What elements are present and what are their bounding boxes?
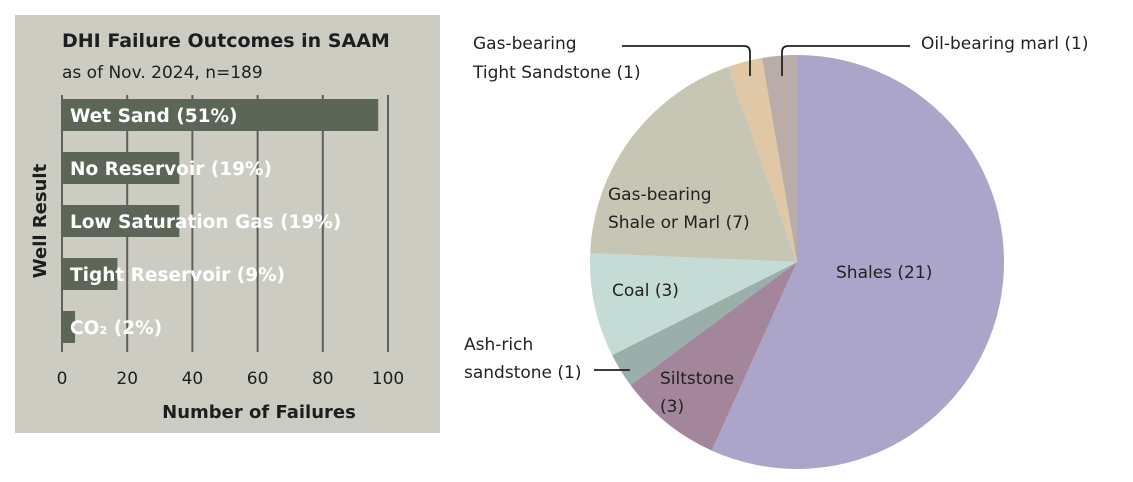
pie-slice bbox=[762, 55, 797, 262]
bar-category-label: CO₂ (2%) bbox=[70, 318, 162, 339]
bar-x-tick-label: 0 bbox=[57, 369, 68, 389]
pie-label-siltstone-line2: (3) bbox=[660, 397, 684, 417]
pie-slice bbox=[590, 253, 797, 356]
pie-chart: Shales (21) Siltstone (3) Ash-rich sands… bbox=[464, 34, 1089, 469]
pie-slice bbox=[728, 57, 797, 263]
pie-label-gas-shale-line2: Shale or Marl (7) bbox=[608, 213, 750, 233]
bar bbox=[62, 311, 76, 343]
bar-bars bbox=[62, 99, 379, 343]
pie-leader-lines bbox=[594, 45, 910, 371]
pie-label-ash-line1: Ash-rich bbox=[464, 335, 533, 355]
bar-y-axis-title: Well Result bbox=[30, 163, 51, 278]
bar-x-tick-label: 80 bbox=[312, 369, 334, 389]
pie-slice bbox=[711, 55, 1005, 469]
bar-chart-title: DHI Failure Outcomes in SAAM bbox=[62, 30, 390, 52]
bar-x-tick-label: 20 bbox=[116, 369, 138, 389]
bar-x-tick-label: 40 bbox=[182, 369, 204, 389]
pie-label-gas-shale: Gas-bearing Shale or Marl (7) bbox=[608, 185, 750, 233]
bar-category-label: Tight Reservoir (9%) bbox=[70, 265, 285, 286]
bar-chart-subtitle: as of Nov. 2024, n=189 bbox=[62, 63, 263, 83]
pie-slice bbox=[630, 262, 797, 451]
bar-x-tick-label: 100 bbox=[372, 369, 404, 389]
bar-category-label: Low Saturation Gas (19%) bbox=[70, 212, 341, 233]
bar-labels: Wet Sand (51%) No Reservoir (19%) Low Satu… bbox=[70, 106, 341, 339]
pie-label-gas-tight-line2: Tight Sandstone (1) bbox=[472, 63, 641, 83]
pie-label-ash: Ash-rich sandstone (1) bbox=[464, 335, 581, 383]
pie-label-ash-line2: sandstone (1) bbox=[464, 363, 581, 383]
pie-label-siltstone-line1: Siltstone bbox=[660, 369, 734, 389]
pie-slice bbox=[612, 262, 797, 386]
bar bbox=[62, 205, 180, 237]
bar-category-label: No Reservoir (19%) bbox=[70, 159, 272, 180]
pie-label-gas-tight-line1: Gas-bearing bbox=[473, 34, 577, 54]
leader-line-oil-marl bbox=[781, 45, 910, 76]
pie-label-coal: Coal (3) bbox=[612, 281, 679, 301]
bar bbox=[62, 152, 180, 184]
bar-x-ticks: 0 20 40 60 80 100 bbox=[57, 369, 405, 389]
pie-label-gas-tight: Gas-bearing Tight Sandstone (1) bbox=[472, 34, 641, 83]
bar bbox=[62, 99, 379, 131]
pie-label-oil-marl: Oil-bearing marl (1) bbox=[921, 34, 1089, 54]
bar bbox=[62, 258, 118, 290]
pie-label-shales: Shales (21) bbox=[836, 263, 932, 283]
leader-line-gas-tight bbox=[622, 45, 751, 76]
bar-x-axis-title: Number of Failures bbox=[162, 402, 356, 423]
pie-label-siltstone: Siltstone (3) bbox=[660, 369, 739, 417]
bar-chart: DHI Failure Outcomes in SAAM as of Nov. … bbox=[15, 15, 440, 433]
pie-slices bbox=[590, 55, 1005, 469]
pie-slice bbox=[590, 66, 797, 262]
bar-category-label: Wet Sand (51%) bbox=[70, 106, 237, 127]
pie-label-gas-shale-line1: Gas-bearing bbox=[608, 185, 712, 205]
bar-x-tick-label: 60 bbox=[247, 369, 269, 389]
